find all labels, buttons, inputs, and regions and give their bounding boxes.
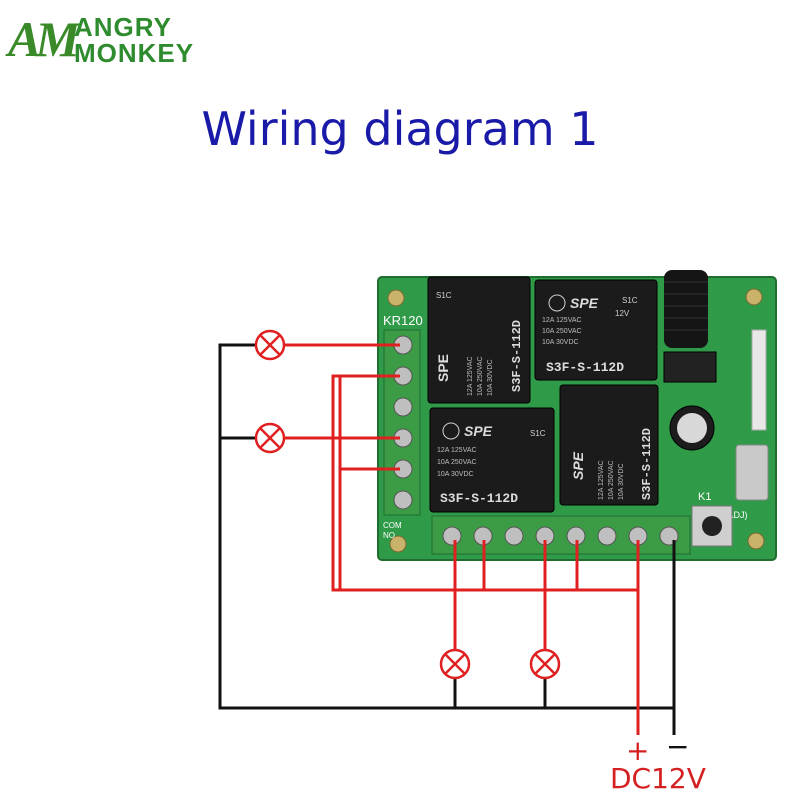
svg-text:S3F-S-112D: S3F-S-112D	[640, 428, 654, 500]
svg-text:12A 125VAC: 12A 125VAC	[437, 447, 477, 454]
diagram-title: Wiring diagram 1	[201, 102, 599, 156]
module-strip-icon	[751, 329, 767, 431]
antenna-coil-icon	[664, 270, 708, 348]
svg-text:S3F-S-112D: S3F-S-112D	[546, 360, 624, 375]
screw-terminal-icon	[393, 490, 413, 510]
power-minus-label: −	[666, 730, 690, 763]
switch-label: K1	[698, 491, 711, 503]
ic-chip-icon	[663, 351, 717, 383]
svg-text:S1C: S1C	[530, 429, 546, 438]
svg-text:10A 250VAC: 10A 250VAC	[608, 460, 615, 500]
svg-text:SPE: SPE	[570, 295, 599, 311]
relay-2: SPE S1C 12V 12A 125VAC 10A 250VAC 10A 30…	[534, 279, 658, 381]
svg-text:10A 250VAC: 10A 250VAC	[477, 356, 484, 396]
relay-1: S1C SPE S3F-S-112D 12A 125VAC 10A 250VAC…	[427, 276, 531, 404]
positive-wires	[284, 343, 640, 735]
capacitor-icon	[669, 405, 715, 451]
lamp-icon	[439, 648, 471, 680]
screw-terminal-icon	[393, 397, 413, 417]
svg-text:S3F-S-112D: S3F-S-112D	[510, 320, 524, 392]
board-model-label: KR120	[383, 313, 423, 328]
logo-line1: ANGRY	[74, 12, 172, 42]
brand-logo: AM ANGRY MONKEY	[8, 8, 208, 72]
mounting-hole-icon	[747, 532, 765, 550]
svg-text:12A 125VAC: 12A 125VAC	[598, 460, 605, 500]
negative-wires	[218, 343, 676, 735]
svg-text:S1C: S1C	[622, 296, 638, 305]
no-label: NO	[383, 531, 395, 540]
relay-3: SPE S1C 12A 125VAC 10A 250VAC 10A 30VDC …	[429, 407, 555, 513]
svg-text:10A 250VAC: 10A 250VAC	[437, 459, 477, 466]
pushbutton-icon	[691, 505, 733, 547]
bottom-terminal-screws	[442, 526, 679, 546]
logo-line2: MONKEY	[74, 38, 195, 68]
screw-terminal-icon	[442, 526, 462, 546]
relay-4: SPE S3F-S-112D 12A 125VAC 10A 250VAC 10A…	[559, 384, 659, 506]
svg-text:10A 30VDC: 10A 30VDC	[542, 339, 579, 346]
module-icon	[735, 444, 769, 501]
svg-text:12A 125VAC: 12A 125VAC	[467, 356, 474, 396]
svg-text:S3F-S-112D: S3F-S-112D	[440, 491, 518, 506]
svg-text:SPE: SPE	[570, 451, 586, 480]
adj-label: R(ADJ)	[718, 510, 748, 520]
screw-terminal-icon	[504, 526, 524, 546]
svg-text:10A 30VDC: 10A 30VDC	[618, 463, 625, 500]
svg-text:S1C: S1C	[436, 291, 452, 300]
svg-text:12V: 12V	[615, 309, 630, 318]
svg-text:SPE: SPE	[464, 423, 493, 439]
svg-text:10A 30VDC: 10A 30VDC	[487, 359, 494, 396]
lamp-icon	[254, 329, 286, 361]
screw-terminal-icon	[597, 526, 617, 546]
mounting-hole-icon	[745, 288, 763, 306]
mounting-hole-icon	[387, 289, 405, 307]
svg-text:10A 250VAC: 10A 250VAC	[542, 328, 582, 335]
svg-text:SPE: SPE	[435, 354, 451, 382]
com-label: COM	[383, 521, 402, 530]
lamp-icon	[254, 422, 286, 454]
power-supply-label: DC12V	[610, 762, 706, 795]
svg-text:10A 30VDC: 10A 30VDC	[437, 471, 474, 478]
svg-text:12A 125VAC: 12A 125VAC	[542, 317, 582, 324]
relay-board: KR120 COM NO S1C SPE	[377, 270, 777, 561]
power-plus-label: +	[626, 734, 650, 767]
lamp-icon	[529, 648, 561, 680]
logo-monogram: AM	[8, 11, 80, 67]
mounting-hole-icon	[389, 535, 407, 553]
